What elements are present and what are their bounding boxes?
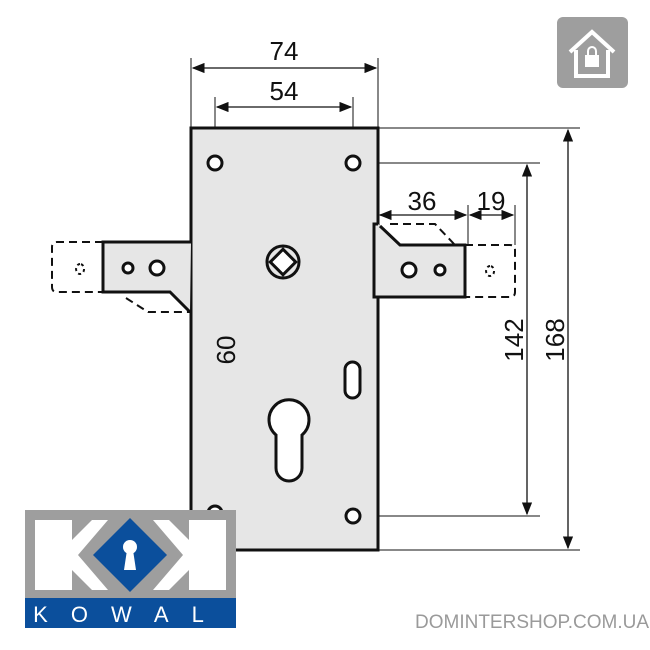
home-lock-icon [557, 17, 628, 88]
dim-19: 19 [477, 186, 506, 216]
dim-60: 60 [211, 336, 241, 365]
right-bolt [372, 222, 467, 299]
dim-54: 54 [270, 76, 299, 106]
left-bolt [101, 240, 192, 314]
dim-142: 142 [499, 318, 529, 361]
kowal-logo: KOWAL [25, 510, 236, 628]
logo-brand-text: KOWAL [33, 602, 227, 627]
dim-36: 36 [408, 186, 437, 216]
watermark: DOMINTERSHOP.COM.UA [415, 612, 650, 633]
dim-74: 74 [270, 36, 299, 66]
dim-168: 168 [540, 318, 570, 361]
